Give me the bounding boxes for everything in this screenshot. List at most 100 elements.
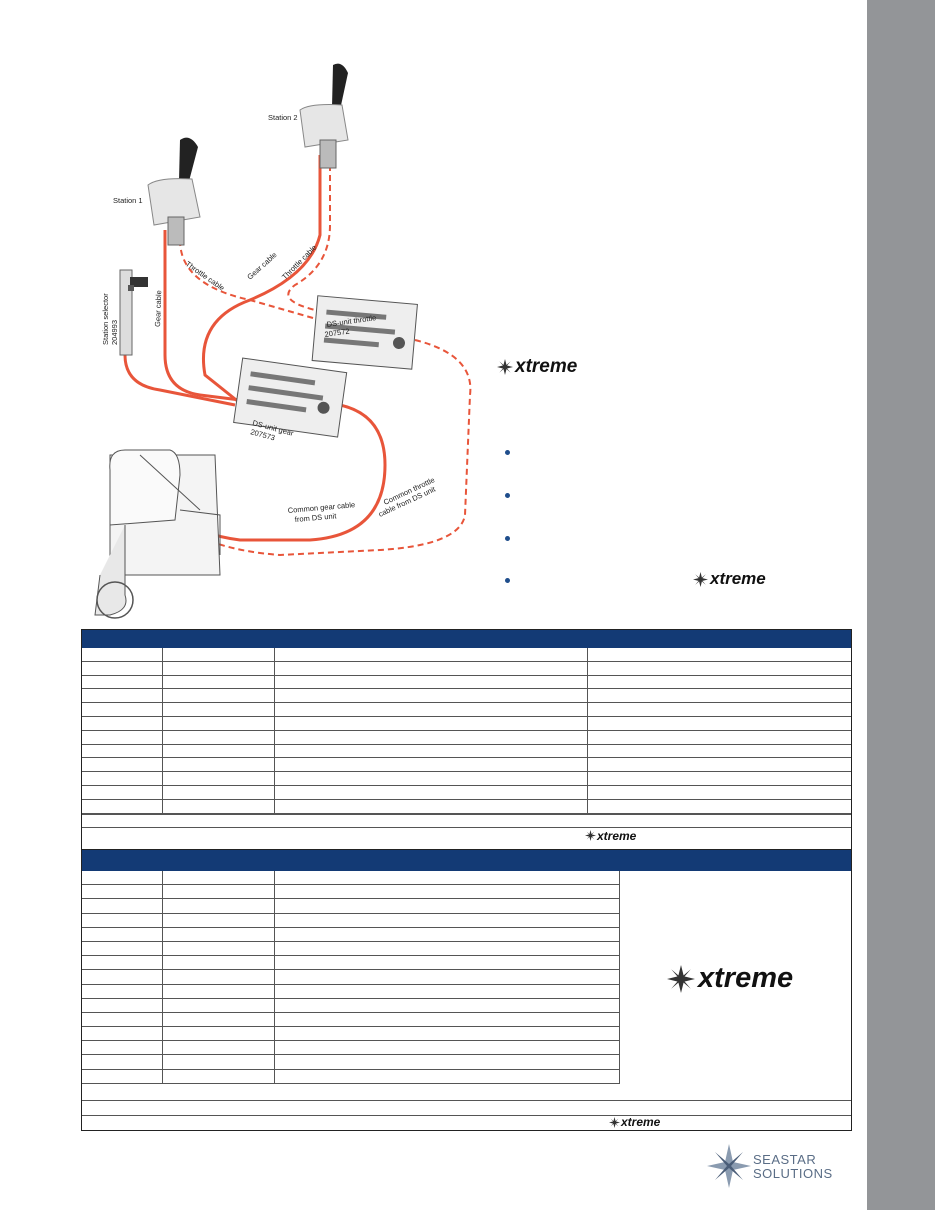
xtreme-logo: xtreme: [497, 356, 577, 378]
table-cell-divider: [274, 703, 275, 716]
table-row: [82, 1012, 619, 1028]
table-row: [82, 689, 851, 704]
table-row: [82, 1069, 619, 1084]
table-cell-divider: [162, 675, 163, 689]
table-row: [82, 648, 851, 662]
table-row: [82, 661, 851, 676]
label-ds-throttle-part: 207572: [324, 327, 350, 339]
table-cell-divider: [274, 941, 275, 956]
table-cell-divider: [162, 716, 163, 730]
table-cell-divider: [587, 772, 588, 785]
xtreme-logo-small: xtreme: [609, 1115, 660, 1129]
table-cell-divider: [162, 941, 163, 956]
bullet-item: [505, 450, 515, 460]
table-cell-divider: [274, 675, 275, 689]
xtreme-wordmark: xtreme: [698, 962, 794, 994]
table-cell-divider: [274, 899, 275, 913]
table-row: [82, 1055, 619, 1070]
throttle-cable-station-2: [287, 165, 331, 311]
table-cell-divider: [162, 927, 163, 941]
xtreme-wordmark: xtreme: [710, 569, 766, 588]
table-cell-divider: [162, 899, 163, 913]
dual-station-cable-diagram: Station 2 Station 1 Station selector 204…: [94, 63, 472, 619]
table-cell-divider: [587, 758, 588, 772]
table-cell-divider: [587, 744, 588, 758]
table-cell-divider: [274, 1041, 275, 1055]
table-row: [82, 772, 851, 786]
table-cell-divider: [274, 885, 275, 899]
table-cell-divider: [587, 648, 588, 661]
table-row: [82, 913, 619, 928]
table-footer-row: xtreme: [82, 828, 851, 844]
table-cell-divider: [162, 1012, 163, 1027]
table-cell-divider: [162, 648, 163, 661]
xtreme-wordmark: xtreme: [621, 1115, 661, 1129]
throttle-cable-station-1: [179, 239, 321, 321]
star-burst-icon: [693, 571, 708, 587]
station-1-control: [147, 137, 201, 246]
station-2-control: [299, 63, 349, 169]
table-row: [82, 1027, 619, 1042]
table-cell-divider: [162, 956, 163, 970]
bullet-item: [505, 578, 515, 588]
star-burst-icon: [667, 964, 695, 993]
table-row: [82, 785, 851, 800]
table-row: [82, 885, 619, 900]
table-cell-divider: [274, 1069, 275, 1083]
star-burst-icon: [497, 359, 513, 375]
star-burst-icon: [609, 1116, 620, 1128]
star-burst-icon: [585, 830, 596, 842]
table-cell-divider: [274, 984, 275, 998]
table-header: [82, 630, 851, 648]
table-cell-divider: [274, 661, 275, 675]
table-cell-divider: [587, 730, 588, 744]
common-throttle-cable: [169, 339, 472, 557]
label-throttle-cable-1: Throttle cable: [184, 259, 226, 292]
table-cell-divider: [274, 1055, 275, 1069]
table-row: [82, 927, 619, 942]
table-cell-divider: [274, 998, 275, 1012]
spec-table-2: xtreme xtreme: [81, 849, 852, 1131]
spec-table-1: xtreme: [81, 629, 852, 850]
table-cell-divider: [162, 998, 163, 1012]
table-row: [82, 675, 851, 690]
table-body: [82, 648, 851, 814]
page-side-bar: [867, 0, 935, 1210]
table-cell-divider: [587, 716, 588, 730]
table-row: [82, 970, 619, 985]
table-cell-divider: [162, 1055, 163, 1069]
table-cell-divider: [587, 675, 588, 689]
seastar-line-2: SOLUTIONS: [753, 1166, 833, 1181]
table-row: [82, 730, 851, 745]
table-cell-divider: [274, 1012, 275, 1027]
table-row: [82, 799, 851, 814]
table-cell-divider: [587, 689, 588, 703]
table-note-row: [82, 813, 851, 828]
table-cell-divider: [274, 730, 275, 744]
table-row: [82, 956, 619, 971]
label-station-selector-part: 204993: [110, 320, 119, 345]
table-cell-divider: [162, 1069, 163, 1083]
label-station-1: Station 1: [113, 196, 143, 205]
table-cell-divider: [274, 799, 275, 813]
table-cell-divider: [162, 871, 163, 885]
xtreme-logo-large: xtreme: [667, 962, 793, 995]
label-throttle-cable-2: Throttle cable: [280, 243, 319, 282]
table-cell-divider: [274, 1027, 275, 1041]
label-gear-cable-2: Gear cable: [245, 250, 278, 281]
label-station-2: Station 2: [268, 113, 298, 122]
table-cell-divider: [587, 785, 588, 799]
label-common-gear-2: from DS unit: [294, 511, 337, 524]
table-cell-divider: [274, 716, 275, 730]
label-station-selector: Station selector: [101, 293, 110, 345]
table-cell-divider: [162, 689, 163, 703]
table-row: [82, 716, 851, 731]
ds-unit-throttle: [311, 295, 418, 370]
table-row: [82, 1041, 619, 1056]
table-cell-divider: [162, 984, 163, 998]
table-cell-divider: [274, 785, 275, 799]
ds-unit-gear: [233, 357, 348, 438]
table-cell-divider: [274, 758, 275, 772]
bullet-item: [505, 536, 515, 546]
seastar-wordmark: SEASTAR SOLUTIONS: [753, 1153, 833, 1181]
